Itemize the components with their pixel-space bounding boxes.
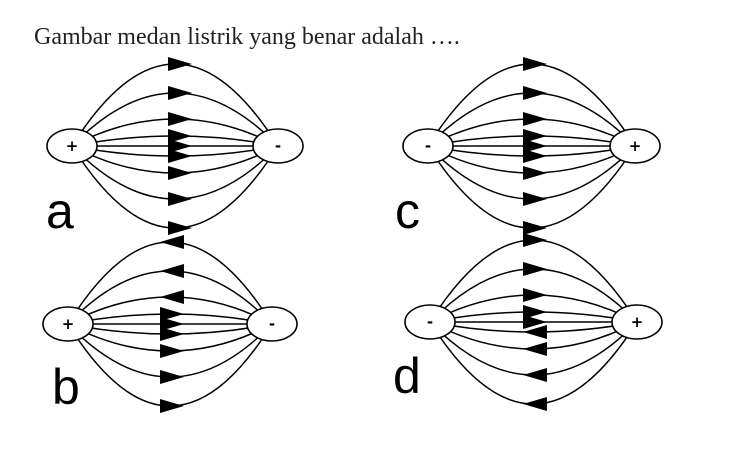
arrow-right-icon [523, 233, 547, 247]
arrow-left-icon [523, 342, 547, 356]
arrow-right-icon [160, 370, 184, 384]
option-diagram-a[interactable]: + - a [46, 57, 304, 239]
arrow-right-icon [523, 129, 547, 143]
arrow-left-icon [160, 264, 184, 278]
arrow-right-icon [523, 305, 547, 319]
option-letter-a: a [46, 183, 74, 239]
left-charge-circle [42, 306, 94, 342]
arrow-left-icon [523, 368, 547, 382]
right-charge-sign: - [269, 315, 275, 333]
arrow-right-icon [523, 288, 547, 302]
left-charge-circle [404, 304, 456, 340]
option-diagram-d[interactable]: - + d [393, 233, 663, 411]
arrow-left-icon [523, 397, 547, 411]
arrow-right-icon [523, 315, 547, 329]
arrow-right-icon [168, 221, 192, 235]
arrow-right-icon [168, 129, 192, 143]
right-charge-sign: - [275, 137, 281, 155]
left-charge-sign: + [66, 137, 79, 155]
right-charge-sign: + [631, 313, 644, 331]
arrow-right-icon [168, 192, 192, 206]
arrow-right-icon [523, 166, 547, 180]
arrow-right-icon [168, 139, 192, 153]
arrow-right-icon [160, 399, 184, 413]
right-charge-circle [609, 128, 661, 164]
arrow-right-icon [523, 139, 547, 153]
arrow-right-icon [160, 307, 184, 321]
option-letter-c: c [395, 183, 420, 239]
arrow-right-icon [168, 166, 192, 180]
option-letter-d: d [393, 348, 421, 404]
right-charge-circle [246, 306, 298, 342]
right-charge-circle [611, 304, 663, 340]
right-charge-circle [252, 128, 304, 164]
arrow-right-icon [160, 327, 184, 341]
question-text: Gambar medan listrik yang benar adalah …… [34, 24, 460, 50]
left-charge-circle [46, 128, 98, 164]
arrow-right-icon [523, 192, 547, 206]
arrow-left-icon [523, 325, 547, 339]
left-charge-sign: + [62, 315, 75, 333]
option-letter-b: b [52, 359, 80, 415]
arrow-right-icon [523, 221, 547, 235]
arrow-right-icon [523, 262, 547, 276]
field-line [429, 321, 638, 350]
option-diagram-b[interactable]: + - b [42, 235, 298, 415]
arrow-right-icon [523, 86, 547, 100]
arrow-right-icon [523, 112, 547, 126]
arrow-left-icon [160, 235, 184, 249]
left-charge-sign: - [427, 313, 433, 331]
arrow-right-icon [523, 149, 547, 163]
arrow-right-icon [168, 86, 192, 100]
arrow-right-icon [168, 112, 192, 126]
arrow-left-icon [160, 290, 184, 304]
arrow-right-icon [168, 149, 192, 163]
arrow-right-icon [168, 57, 192, 71]
arrow-right-icon [523, 57, 547, 71]
arrow-right-icon [160, 344, 184, 358]
option-diagram-c[interactable]: - + c [395, 57, 661, 239]
right-charge-sign: + [629, 137, 642, 155]
left-charge-sign: - [425, 137, 431, 155]
left-charge-circle [402, 128, 454, 164]
arrow-right-icon [160, 317, 184, 331]
